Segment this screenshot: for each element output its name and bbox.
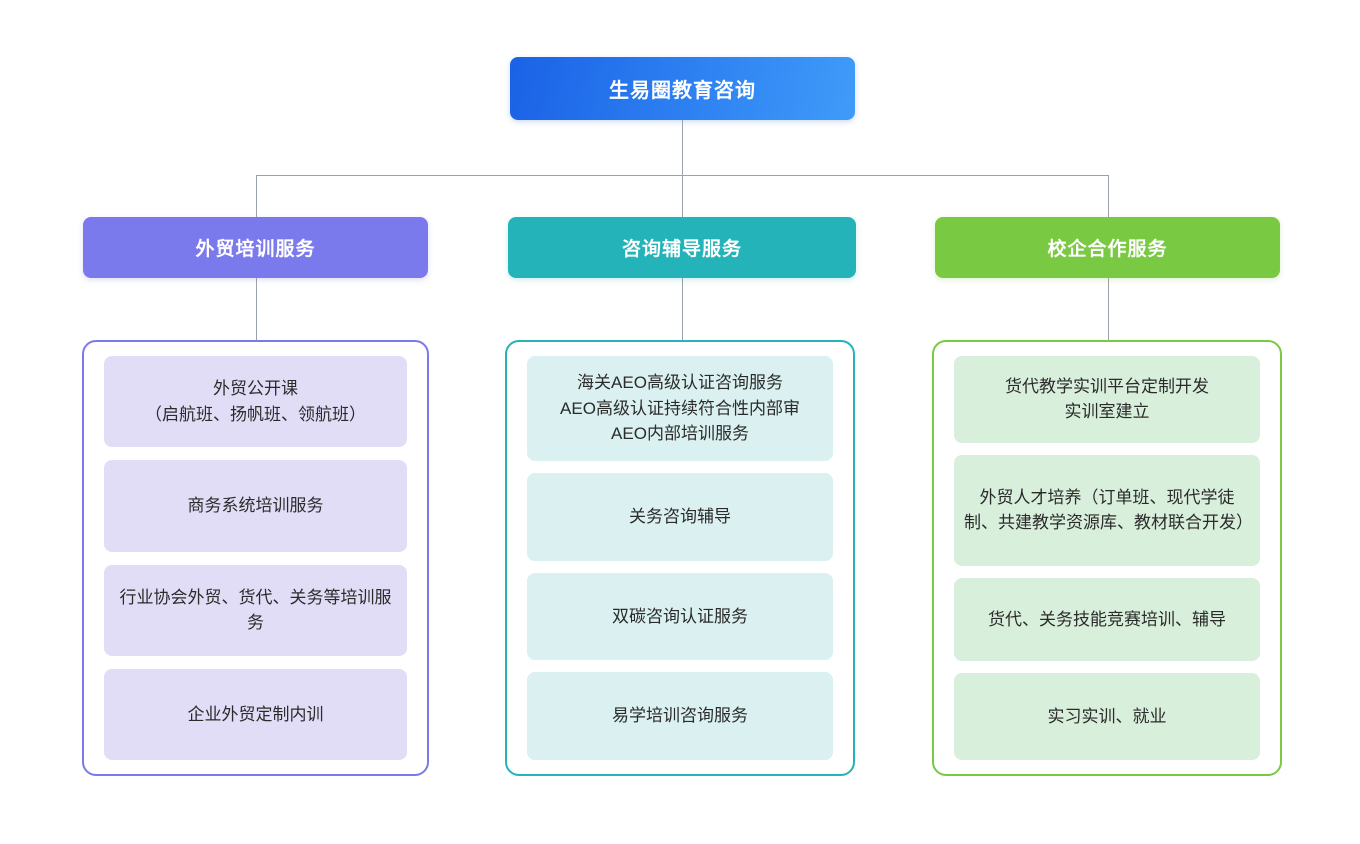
category-header-school-enterprise[interactable]: 校企合作服务 bbox=[935, 217, 1280, 278]
service-group-school-enterprise: 货代教学实训平台定制开发 实训室建立 外贸人才培养（订单班、现代学徒制、共建教学… bbox=[932, 340, 1282, 776]
category-header-foreign-trade-training[interactable]: 外贸培训服务 bbox=[83, 217, 428, 278]
root-node-education-consulting[interactable]: 生易圈教育咨询 bbox=[510, 57, 855, 120]
service-group-foreign-trade-training: 外贸公开课 （启航班、扬帆班、领航班） 商务系统培训服务 行业协会外贸、货代、关… bbox=[82, 340, 429, 776]
service-item[interactable]: 货代、关务技能竞赛培训、辅导 bbox=[954, 578, 1260, 662]
connector-bus-to-col-2 bbox=[1108, 175, 1109, 217]
category-header-consulting-coaching[interactable]: 咨询辅导服务 bbox=[508, 217, 856, 278]
category-header-label: 咨询辅导服务 bbox=[621, 239, 742, 260]
service-item[interactable]: 行业协会外贸、货代、关务等培训服务 bbox=[104, 564, 407, 656]
service-item[interactable]: 关务咨询辅导 bbox=[527, 473, 833, 561]
connector-col-0-header-to-items bbox=[256, 278, 257, 340]
service-item[interactable]: 易学培训咨询服务 bbox=[527, 672, 833, 760]
service-item-list: 货代教学实训平台定制开发 实训室建立 外贸人才培养（订单班、现代学徒制、共建教学… bbox=[954, 356, 1260, 760]
root-node-label: 生易圈教育咨询 bbox=[609, 80, 756, 102]
connector-bus-to-col-0 bbox=[256, 175, 257, 217]
connector-bus-to-col-1 bbox=[682, 175, 683, 217]
service-item-list: 外贸公开课 （启航班、扬帆班、领航班） 商务系统培训服务 行业协会外贸、货代、关… bbox=[104, 356, 407, 760]
connector-root-trunk bbox=[682, 120, 683, 175]
service-group-consulting-coaching: 海关AEO高级认证咨询服务 AEO高级认证持续符合性内部审 AEO内部培训服务 … bbox=[505, 340, 855, 776]
category-header-label: 校企合作服务 bbox=[1047, 239, 1168, 260]
service-item-list: 海关AEO高级认证咨询服务 AEO高级认证持续符合性内部审 AEO内部培训服务 … bbox=[527, 356, 833, 760]
service-item[interactable]: 货代教学实训平台定制开发 实训室建立 bbox=[954, 356, 1260, 443]
connector-col-2-header-to-items bbox=[1108, 278, 1109, 340]
service-item[interactable]: 双碳咨询认证服务 bbox=[527, 572, 833, 661]
service-item[interactable]: 海关AEO高级认证咨询服务 AEO高级认证持续符合性内部审 AEO内部培训服务 bbox=[527, 356, 833, 462]
service-item[interactable]: 实习实训、就业 bbox=[954, 673, 1260, 760]
service-item[interactable]: 外贸公开课 （启航班、扬帆班、领航班） bbox=[104, 356, 407, 448]
category-header-label: 外贸培训服务 bbox=[195, 239, 316, 260]
service-item[interactable]: 商务系统培训服务 bbox=[104, 460, 407, 552]
service-item[interactable]: 企业外贸定制内训 bbox=[104, 668, 407, 760]
service-item[interactable]: 外贸人才培养（订单班、现代学徒制、共建教学资源库、教材联合开发） bbox=[954, 454, 1260, 567]
connector-col-1-header-to-items bbox=[682, 278, 683, 340]
